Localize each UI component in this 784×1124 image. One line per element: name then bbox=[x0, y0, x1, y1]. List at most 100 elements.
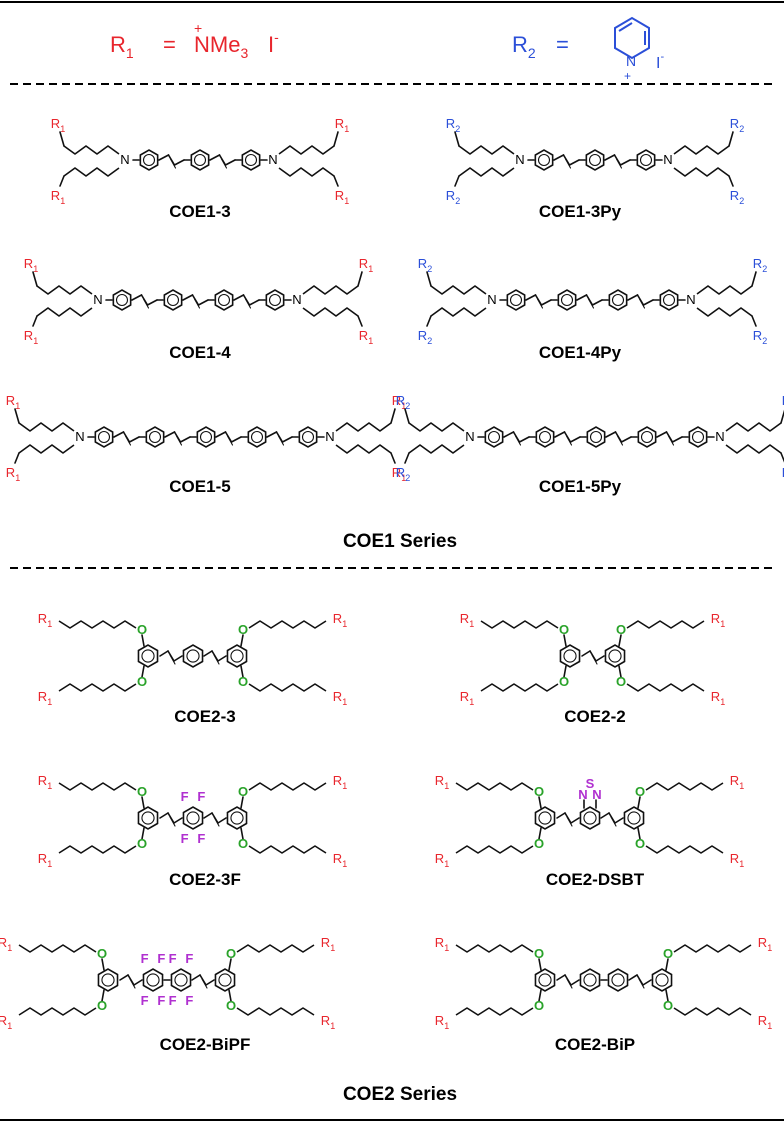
alkyl-chain bbox=[36, 285, 93, 295]
benzene-ring bbox=[241, 149, 261, 171]
benzene-ring bbox=[534, 149, 554, 171]
oxygen-label: O bbox=[616, 622, 626, 637]
bond bbox=[173, 159, 185, 166]
bond bbox=[169, 158, 177, 169]
substituent-label: R2 bbox=[418, 256, 432, 274]
ring-aromatic bbox=[230, 811, 244, 825]
ring-aromatic bbox=[611, 973, 625, 987]
alkyl-chain bbox=[480, 620, 559, 629]
bond bbox=[538, 989, 542, 1002]
bond bbox=[556, 812, 566, 819]
ring-aromatic bbox=[611, 293, 625, 307]
benzene-ring bbox=[214, 968, 236, 992]
ring-outline bbox=[535, 426, 555, 448]
ring-aromatic bbox=[218, 973, 232, 987]
bond bbox=[605, 431, 617, 438]
bond bbox=[226, 435, 234, 446]
substituent-label: R1 bbox=[333, 689, 347, 707]
bond bbox=[209, 154, 221, 161]
ring-aromatic bbox=[244, 153, 258, 167]
ring-aromatic bbox=[487, 430, 501, 444]
substituent-label: R1 bbox=[359, 328, 373, 346]
bond bbox=[514, 435, 522, 446]
benzene-ring bbox=[182, 806, 204, 830]
bond bbox=[32, 271, 38, 287]
alkyl-chain bbox=[248, 620, 327, 629]
nitrogen-label: N bbox=[686, 292, 695, 307]
bond bbox=[141, 665, 145, 678]
ring-outline bbox=[196, 426, 216, 448]
nitrogen-label: N bbox=[487, 292, 496, 307]
molecule-label: COE1-4 bbox=[169, 343, 231, 362]
alkyl-chain bbox=[248, 782, 327, 791]
alkyl-chain bbox=[673, 1007, 752, 1016]
bond bbox=[618, 665, 622, 678]
substituent-label: R1 bbox=[435, 935, 449, 953]
substituent-label: R2 bbox=[782, 393, 784, 411]
alkyl-chain bbox=[673, 167, 730, 177]
benzene-ring bbox=[484, 426, 504, 448]
bond bbox=[638, 298, 646, 309]
benzene-ring bbox=[534, 968, 556, 992]
ring-outline bbox=[557, 289, 577, 311]
bond bbox=[333, 175, 339, 187]
ring-aromatic bbox=[583, 973, 597, 987]
ring-aromatic bbox=[148, 430, 162, 444]
ring-outline bbox=[506, 289, 526, 311]
svg-text:R2: R2 bbox=[512, 32, 536, 61]
oxygen-label: O bbox=[97, 946, 107, 961]
bond bbox=[454, 175, 460, 187]
ring-aromatic bbox=[141, 811, 155, 825]
alkyl-chain bbox=[455, 845, 534, 854]
ring-outline bbox=[112, 289, 132, 311]
bond bbox=[591, 654, 598, 665]
substituent-label: R2 bbox=[396, 393, 410, 411]
bond bbox=[563, 634, 567, 647]
bond bbox=[129, 978, 136, 989]
bond bbox=[671, 436, 683, 443]
bond bbox=[228, 989, 232, 1002]
ring-outline bbox=[145, 426, 165, 448]
sulfur-label: S bbox=[586, 776, 595, 791]
alkyl-chain bbox=[673, 944, 752, 953]
substituent-label: R1 bbox=[0, 935, 12, 953]
bond bbox=[32, 315, 38, 327]
alkyl-chain bbox=[278, 167, 335, 177]
bond bbox=[142, 298, 150, 309]
nitrogen-label: N bbox=[578, 787, 587, 802]
molecule-label: COE1-4Py bbox=[539, 343, 622, 362]
molecule-label: COE1-3Py bbox=[539, 202, 622, 221]
oxygen-label: O bbox=[534, 836, 544, 851]
benzene-ring bbox=[247, 426, 267, 448]
bond bbox=[404, 452, 410, 464]
benzene-ring bbox=[559, 644, 581, 668]
ring-outline bbox=[688, 426, 708, 448]
ring-aromatic bbox=[538, 811, 552, 825]
bond bbox=[141, 796, 145, 809]
ring-aromatic bbox=[563, 649, 577, 663]
alkyl-chain bbox=[455, 1007, 534, 1016]
oxygen-label: O bbox=[238, 836, 248, 851]
oxygen-label: O bbox=[663, 998, 673, 1013]
bond bbox=[141, 634, 145, 647]
substituent-label: R1 bbox=[333, 851, 347, 869]
svg-text:NMe3: NMe3 bbox=[194, 32, 248, 61]
svg-text:=: = bbox=[163, 32, 176, 57]
substituent-label: R2 bbox=[730, 116, 744, 134]
bond bbox=[627, 294, 639, 301]
molecule-label: COE2-BiPF bbox=[160, 1035, 251, 1054]
ring-outline bbox=[214, 968, 236, 992]
bond bbox=[540, 299, 552, 306]
ring-aromatic bbox=[588, 153, 602, 167]
ring-aromatic bbox=[186, 811, 200, 825]
ring-aromatic bbox=[301, 430, 315, 444]
bond bbox=[14, 408, 20, 424]
ring-aromatic bbox=[174, 973, 188, 987]
alkyl-chain bbox=[430, 285, 487, 295]
bond bbox=[201, 978, 208, 989]
benzene-ring bbox=[94, 426, 114, 448]
alkyl-chain bbox=[696, 285, 753, 295]
benzene-ring bbox=[196, 426, 216, 448]
